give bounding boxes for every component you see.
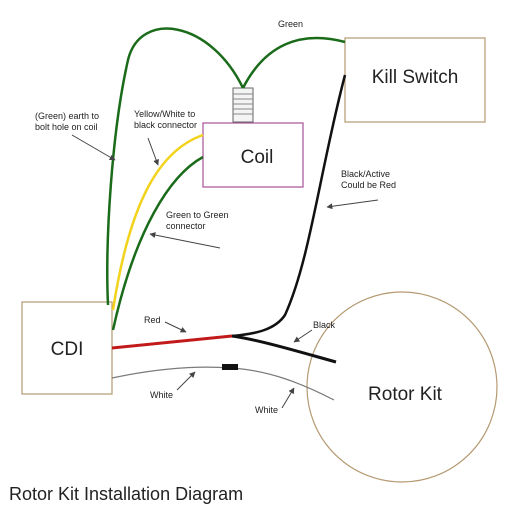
white-right-label: White bbox=[255, 405, 278, 415]
earth-label-line1: (Green) earth to bbox=[35, 111, 99, 121]
green-conn-label-line2: connector bbox=[166, 221, 206, 231]
white-left-label: White bbox=[150, 390, 173, 400]
black-label: Black bbox=[313, 320, 336, 330]
black-active-arrow bbox=[326, 199, 379, 210]
coil-box bbox=[202, 122, 304, 188]
red-wire bbox=[111, 334, 233, 350]
cdi-label: CDI bbox=[51, 339, 84, 360]
green-conn-label-line1: Green to Green bbox=[166, 210, 229, 220]
yellow-label-line1: Yellow/White to bbox=[134, 109, 195, 119]
rotor-kit-label: Rotor Kit bbox=[368, 384, 443, 405]
white-wire bbox=[111, 366, 335, 401]
earth-label-line2: bolt hole on coil bbox=[35, 122, 98, 132]
yellow-label-line2: black connector bbox=[134, 120, 197, 130]
black-arrow bbox=[293, 329, 313, 343]
white-right-arrow bbox=[281, 387, 295, 409]
kill-switch-box bbox=[344, 37, 486, 123]
green-conn-arrow bbox=[149, 232, 221, 249]
white-wire-connector bbox=[222, 364, 238, 370]
red-label: Red bbox=[144, 315, 161, 325]
diagram-title: Rotor Kit Installation Diagram bbox=[9, 484, 243, 504]
black-wire-kill-switch bbox=[231, 74, 347, 338]
kill-switch-label: Kill Switch bbox=[372, 67, 459, 88]
black-active-label-line1: Black/Active bbox=[341, 169, 390, 179]
green-wire-top bbox=[106, 27, 245, 306]
cdi-box bbox=[21, 301, 113, 395]
black-wire-rotor bbox=[231, 334, 337, 364]
green-wire-coil bbox=[111, 155, 204, 331]
yellow-arrow bbox=[147, 137, 159, 166]
coil-label: Coil bbox=[241, 147, 274, 168]
earth-arrow bbox=[71, 134, 116, 161]
green-wire-kill-switch bbox=[241, 36, 346, 89]
yellow-wire bbox=[111, 133, 204, 311]
black-active-label-line2: Could be Red bbox=[341, 180, 396, 190]
white-left-arrow bbox=[176, 371, 196, 391]
coil-connector bbox=[232, 87, 254, 123]
red-arrow bbox=[164, 321, 187, 333]
green-top-label: Green bbox=[278, 19, 303, 29]
